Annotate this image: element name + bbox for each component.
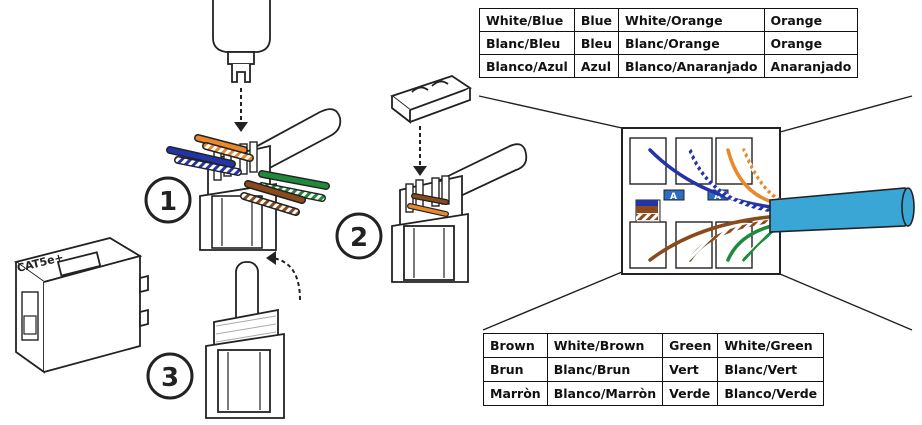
table-cell: Marròn <box>484 382 548 406</box>
cap-down-arrowhead <box>413 166 427 176</box>
step-2-label: 2 <box>350 223 368 253</box>
jack-step-2 <box>392 144 526 282</box>
network-cable <box>770 188 910 232</box>
table-cell: Green <box>663 334 718 358</box>
step-1-label: 1 <box>159 187 177 217</box>
table-cell: White/Blue <box>480 9 575 32</box>
step-3-badge: 3 <box>148 354 192 398</box>
table-row: White/Blue Blue White/Orange Orange <box>480 9 858 32</box>
jack-step-3 <box>206 262 284 418</box>
wiring-detail: A A <box>622 128 780 274</box>
table-row: Blanc/Bleu Bleu Blanc/Orange Orange <box>480 32 858 55</box>
table-cell: Blanc/Brun <box>547 358 662 382</box>
table-cell: Brun <box>484 358 548 382</box>
table-cell: Vert <box>663 358 718 382</box>
table-cell: Blanc/Vert <box>718 358 824 382</box>
table-cell: Blanco/Azul <box>480 55 575 78</box>
table-cell: Blanco/Anaranjado <box>619 55 764 78</box>
jack-cap <box>392 76 470 122</box>
tool-down-arrowhead <box>234 122 248 132</box>
table-row: Brown White/Brown Green White/Green <box>484 334 824 358</box>
rotate-arrowhead <box>266 251 276 265</box>
color-table-top: White/Blue Blue White/Orange Orange Blan… <box>479 8 858 78</box>
step-3-label: 3 <box>161 363 179 393</box>
table-row: Brun Blanc/Brun Vert Blanc/Vert <box>484 358 824 382</box>
table-cell: Blanc/Bleu <box>480 32 575 55</box>
table-cell: Anaranjado <box>764 55 858 78</box>
table-row: Blanco/Azul Azul Blanco/Anaranjado Anara… <box>480 55 858 78</box>
table-cell: White/Brown <box>547 334 662 358</box>
pin-marker-left: A <box>670 192 677 202</box>
jack-step-1 <box>170 109 340 250</box>
table-cell: Orange <box>764 9 858 32</box>
table-cell: Blanco/Marròn <box>547 382 662 406</box>
rotate-arrow <box>272 258 300 300</box>
color-table-bottom: Brown White/Brown Green White/Green Brun… <box>483 333 824 406</box>
table-cell: Bleu <box>574 32 618 55</box>
table-cell: White/Orange <box>619 9 764 32</box>
table-cell: Blanco/Verde <box>718 382 824 406</box>
punch-down-tool <box>213 0 270 82</box>
table-row: Marròn Blanco/Marròn Verde Blanco/Verde <box>484 382 824 406</box>
table-cell: White/Green <box>718 334 824 358</box>
step-1-badge: 1 <box>146 178 190 222</box>
table-cell: Orange <box>764 32 858 55</box>
step-2-badge: 2 <box>337 214 381 258</box>
table-cell: Blanc/Orange <box>619 32 764 55</box>
table-cell: Brown <box>484 334 548 358</box>
table-cell: Azul <box>574 55 618 78</box>
table-cell: Verde <box>663 382 718 406</box>
table-cell: Blue <box>574 9 618 32</box>
